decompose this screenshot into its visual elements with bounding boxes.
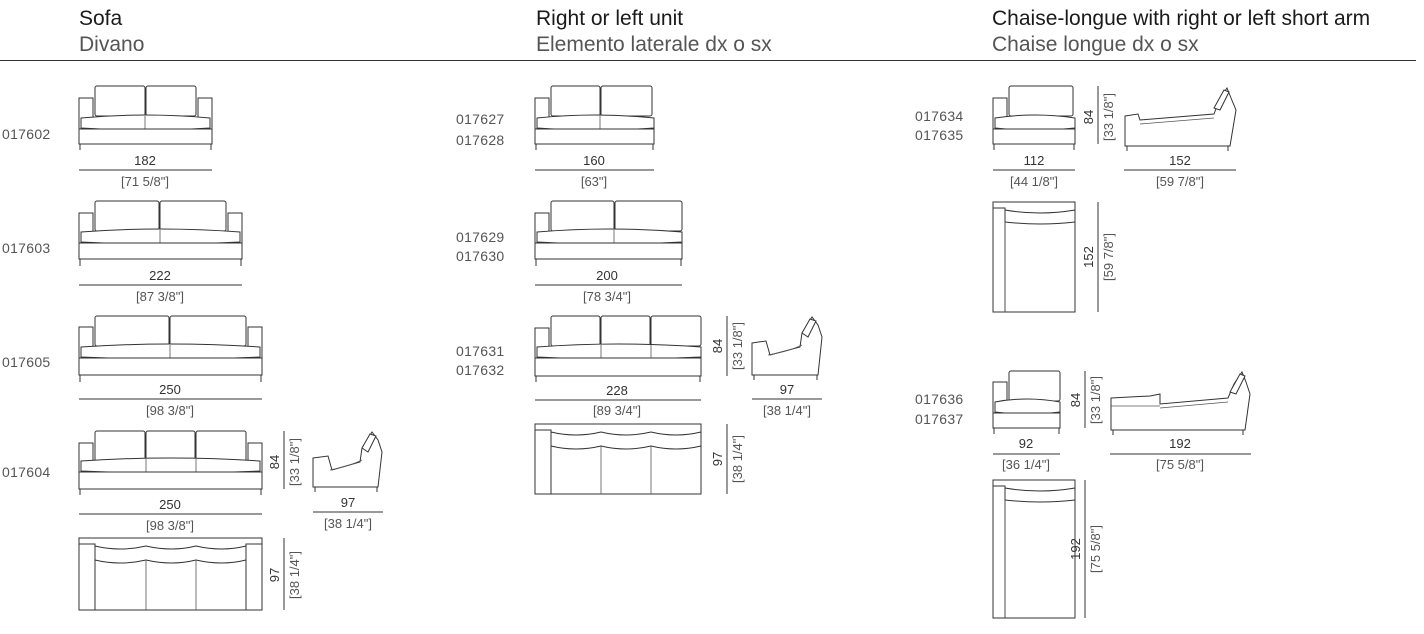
column-title: Chaise-longue with right or left short a… [992,7,1371,30]
dimension-label: 84 [267,455,282,469]
column-subtitle: Chaise longue dx o sx [992,33,1199,56]
dimension-label: 84 [1068,393,1083,407]
sofa-top-view [78,537,263,611]
dimension-label: 250 [159,382,181,397]
dimension-label: [33 1/8"] [730,322,745,370]
dimension-label: [38 1/4"] [763,403,811,418]
dimension-label: 200 [596,268,618,283]
dimension-label: [38 1/4"] [730,435,745,483]
dimension-label: 152 [1169,153,1191,168]
dimension-label: [44 1/8"] [1010,174,1058,189]
dimension-label: [89 3/4"] [593,403,641,418]
dimension-label: [98 3/8"] [146,518,194,533]
dimension-label: 192 [1169,436,1191,451]
dimension-label: [78 3/4"] [583,289,631,304]
dimension-label: [87 3/8"] [136,289,184,304]
column-title: Sofa [79,7,123,30]
dimension-label: [75 5/8"] [1088,525,1103,573]
dimension-label: [33 1/8"] [287,438,302,486]
product-code: 017603 [2,240,51,256]
dimension-label: [71 5/8"] [121,174,169,189]
sofa-front-view-250-three-seat [78,430,263,495]
product-code: 017634 [915,108,964,124]
column-header-chaise: Chaise-longue with right or left short a… [992,6,1370,58]
product-code: 017605 [2,354,51,370]
dimension-label: [33 1/8"] [1088,376,1103,424]
column-subtitle: Elemento laterale dx o sx [536,33,772,56]
product-code: 017628 [456,132,505,148]
dimension-label: 97 [710,452,725,466]
product-code: 017631 [456,343,505,359]
sofa-side-view [312,431,383,492]
dimension-label: [33 1/8"] [1101,93,1116,141]
dimension-label: 192 [1068,538,1083,560]
chaise-top-view-192 [992,479,1076,619]
dimension-label: [59 7/8"] [1156,174,1204,189]
column-title: Right or left unit [536,7,684,30]
product-code: 017629 [456,229,505,245]
unit-front-view-228 [534,315,702,382]
column-subtitle: Divano [79,33,145,56]
dimension-label: 97 [780,382,794,397]
chaise-side-view-152 [1124,86,1237,151]
product-code: 017635 [915,127,964,143]
sofa-front-view-182 [78,85,213,150]
chaise-side-view-192 [1110,370,1251,435]
product-code: 017602 [2,126,51,142]
dimension-label: 97 [341,495,355,510]
column-header-unit: Right or left unit Elemento laterale dx … [536,6,772,58]
product-code: 017630 [456,248,505,264]
unit-front-view-200 [534,200,683,266]
product-code: 017637 [915,411,964,427]
product-code: 017632 [456,362,505,378]
dimension-label: 112 [1024,153,1045,168]
dimension-label: 222 [149,268,171,283]
dimension-label: 228 [606,383,628,398]
dimension-label: 182 [134,153,156,168]
dimension-label: [38 1/4"] [287,551,302,599]
dimension-label: 250 [159,497,181,512]
dimension-label: 92 [1019,436,1033,451]
dimension-label: [75 5/8"] [1156,457,1204,472]
sofa-front-view-222 [78,200,243,266]
column-header-sofa: Sofa Divano [79,6,144,58]
dimension-label: 160 [583,153,605,168]
product-code: 017636 [915,391,964,407]
dimension-label: [98 3/8"] [146,403,194,418]
chaise-front-view-92 [992,370,1061,434]
unit-side-view [751,316,823,380]
unit-front-view-160 [534,85,655,150]
chaise-front-view-112 [992,85,1076,150]
dimension-label: 84 [710,339,725,353]
dimension-label: [59 7/8"] [1101,233,1116,281]
dimension-label: 84 [1081,110,1096,124]
product-code: 017627 [456,111,505,127]
header-rule [0,60,1416,61]
dimension-label: 97 [267,568,282,582]
dimension-label: [36 1/4"] [1002,457,1050,472]
unit-top-view [534,423,702,495]
dimension-label: [63"] [581,174,607,189]
chaise-top-view-152 [992,201,1076,313]
dimension-label: 152 [1081,246,1096,268]
product-code: 017604 [2,464,51,480]
dimension-label: [38 1/4"] [324,516,372,531]
sofa-front-view-250-two-seat [78,315,263,382]
